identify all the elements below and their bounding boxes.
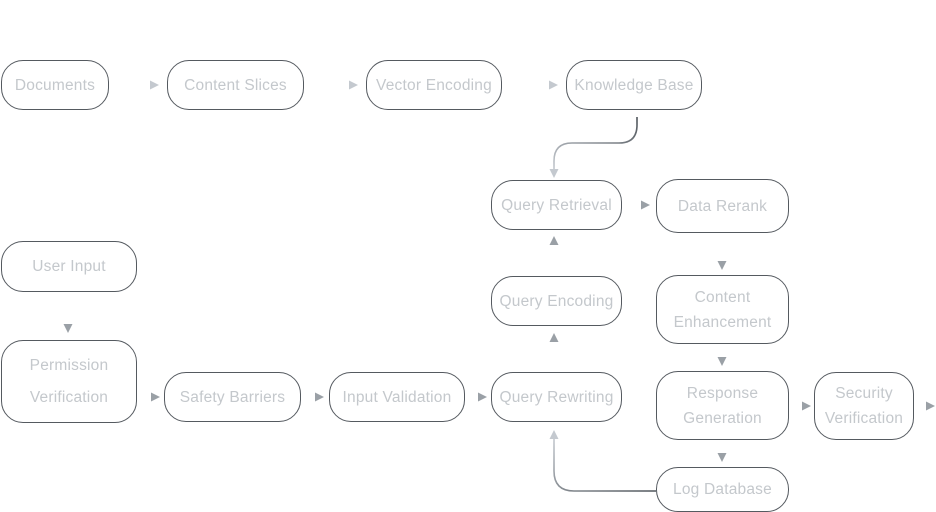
node-input-validation-label: Input Validation xyxy=(342,388,452,406)
node-response-generation-label: Response Generation xyxy=(683,384,762,427)
edge-response-generation-to-log-database xyxy=(717,443,727,462)
edge-security-verification-output xyxy=(915,401,935,411)
node-user-input: User Input xyxy=(1,241,137,292)
edge-response-generation-to-security-verification xyxy=(790,401,811,411)
node-query-encoding-label: Query Encoding xyxy=(499,292,614,310)
node-data-rerank-label: Data Rerank xyxy=(677,197,768,215)
edge-permission-verification-to-safety-barriers xyxy=(138,392,160,402)
edge-content-slices-to-vector-encoding xyxy=(311,80,358,90)
edge-data-rerank-to-content-enhancement xyxy=(717,244,727,270)
edge-knowledge-base-to-query-retrieval xyxy=(549,117,638,178)
node-input-validation: Input Validation xyxy=(329,372,465,422)
node-query-retrieval-label: Query Retrieval xyxy=(501,196,612,214)
edge-query-retrieval-to-data-rerank xyxy=(625,200,650,210)
node-safety-barriers: Safety Barriers xyxy=(164,372,301,422)
edge-user-input-to-permission-verification xyxy=(63,297,73,333)
node-content-enhancement: Content Enhancement xyxy=(656,275,789,344)
node-query-retrieval: Query Retrieval xyxy=(491,180,622,230)
node-content-slices: Content Slices xyxy=(167,60,304,110)
node-content-enhancement-label: Content Enhancement xyxy=(673,288,772,331)
node-permission-verification: Permission Verification xyxy=(1,340,137,423)
node-query-encoding: Query Encoding xyxy=(491,276,622,326)
edge-content-enhancement-to-response-generation xyxy=(717,347,727,366)
node-data-rerank: Data Rerank xyxy=(656,179,789,233)
node-security-verification: Security Verification xyxy=(814,372,914,440)
edge-query-rewriting-to-query-encoding xyxy=(549,333,559,369)
node-query-rewriting-label: Query Rewriting xyxy=(499,388,614,406)
edge-safety-barriers-to-input-validation xyxy=(302,392,324,402)
node-safety-barriers-label: Safety Barriers xyxy=(179,388,286,406)
node-user-input-label: User Input xyxy=(32,258,106,275)
edge-input-validation-to-query-rewriting xyxy=(466,392,487,402)
node-vector-encoding: Vector Encoding xyxy=(366,60,502,110)
node-content-slices-label: Content Slices xyxy=(184,76,287,94)
node-documents-label: Documents xyxy=(14,76,96,94)
node-security-verification-label: Security Verification xyxy=(824,385,904,427)
node-log-database-label: Log Database xyxy=(673,481,772,498)
node-knowledge-base-label: Knowledge Base xyxy=(574,76,694,94)
node-vector-encoding-label: Vector Encoding xyxy=(376,76,492,94)
edge-log-database-to-query-rewriting xyxy=(549,430,656,492)
node-query-rewriting: Query Rewriting xyxy=(491,372,622,422)
node-permission-verification-label: Permission Verification xyxy=(29,356,109,406)
node-log-database: Log Database xyxy=(656,467,789,512)
edge-vector-encoding-to-knowledge-base xyxy=(510,80,558,90)
edge-query-encoding-to-query-retrieval xyxy=(549,236,559,272)
node-documents: Documents xyxy=(1,60,109,110)
node-knowledge-base: Knowledge Base xyxy=(566,60,702,110)
edge-documents-to-content-slices xyxy=(112,80,159,90)
node-response-generation: Response Generation xyxy=(656,371,789,440)
